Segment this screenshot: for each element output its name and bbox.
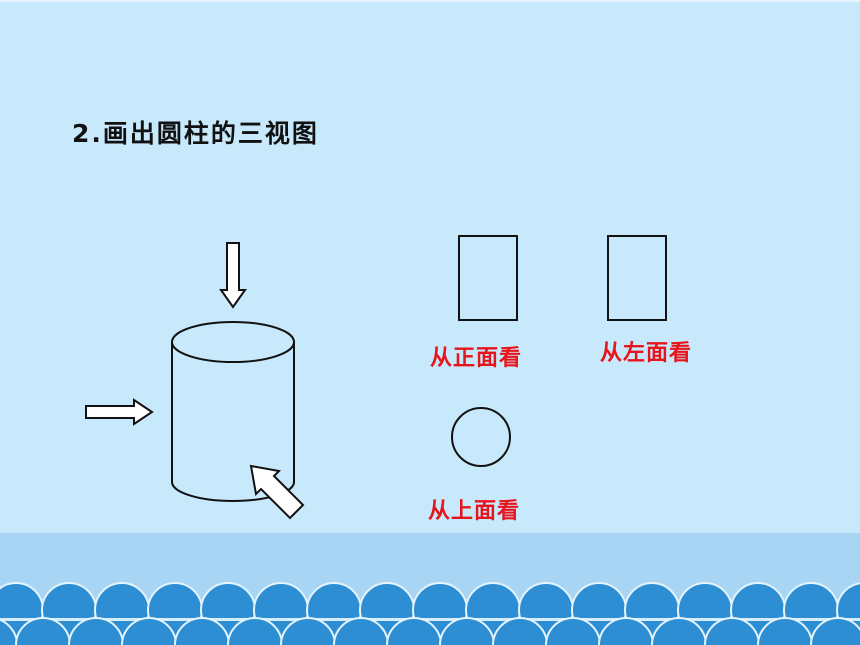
top-view-circle — [451, 407, 511, 467]
wave-scallop — [651, 617, 707, 645]
front-view-label: 从正面看 — [430, 346, 523, 371]
top-divider — [0, 0, 860, 2]
wave-scallop — [545, 617, 601, 645]
wave-decoration — [0, 533, 860, 645]
left-direction-arrow-icon — [249, 464, 305, 520]
wave-scallop — [757, 617, 813, 645]
wave-scallop — [598, 617, 654, 645]
front-direction-arrow-icon — [85, 398, 154, 426]
wave-scallop — [68, 617, 124, 645]
top-view-label: 从上面看 — [428, 499, 521, 524]
wave-scallop — [121, 617, 177, 645]
wave-scallop — [15, 617, 71, 645]
wave-scallop — [0, 618, 18, 645]
cylinder-top-face — [171, 321, 295, 363]
wave-scallop — [280, 617, 336, 645]
cylinder-body — [171, 342, 295, 502]
wave-scallop — [227, 617, 283, 645]
left-view-label: 从左面看 — [600, 341, 693, 366]
cylinder-figure — [171, 321, 295, 502]
front-view-rectangle — [458, 235, 518, 321]
wave-scallop — [704, 617, 760, 645]
left-view-rectangle — [607, 235, 667, 321]
slide-title: 2.画出圆柱的三视图 — [72, 119, 319, 148]
wave-scallop — [386, 617, 442, 645]
top-direction-arrow-icon — [219, 242, 247, 309]
wave-scallop — [333, 617, 389, 645]
wave-scallop — [810, 617, 860, 645]
wave-scallop — [439, 617, 495, 645]
wave-scallop — [174, 617, 230, 645]
wave-scallop — [492, 617, 548, 645]
